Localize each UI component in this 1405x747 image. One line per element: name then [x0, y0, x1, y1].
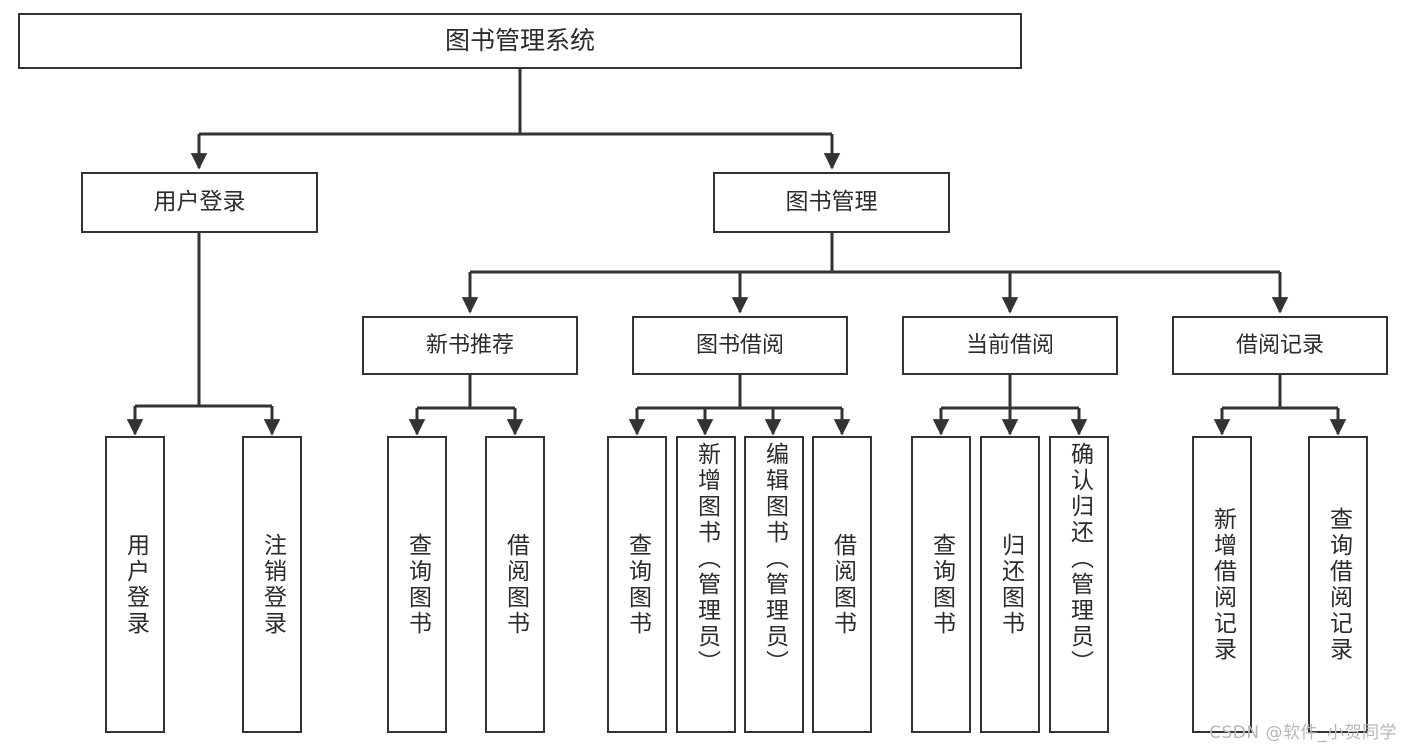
leaf-user-login-login[interactable]: 用户登录 — [105, 436, 165, 733]
leaf-current-return-book[interactable]: 归还图书 — [980, 436, 1040, 733]
leaf-current-return-book-label: 归还图书 — [997, 532, 1024, 637]
leaf-borrow-query-book-label: 查询图书 — [624, 532, 651, 637]
leaf-borrow-edit-book-label: 编辑图书（管理员） — [761, 442, 788, 676]
node-book-borrow-label: 图书借阅 — [695, 332, 784, 358]
leaf-borrow-edit-book[interactable]: 编辑图书（管理员） — [744, 436, 804, 733]
leaf-new-book-borrow-label: 借阅图书 — [502, 532, 529, 637]
leaf-current-query-book[interactable]: 查询图书 — [911, 436, 971, 733]
node-new-book-recommend-label: 新书推荐 — [425, 332, 514, 358]
node-book-management[interactable]: 图书管理 — [713, 172, 950, 233]
leaf-borrow-add-book-label: 新增图书（管理员） — [693, 442, 720, 676]
node-root-system[interactable]: 图书管理系统 — [18, 13, 1022, 69]
node-borrow-record[interactable]: 借阅记录 — [1172, 316, 1388, 375]
leaf-borrow-query-book[interactable]: 查询图书 — [607, 436, 667, 733]
leaf-borrow-add-book[interactable]: 新增图书（管理员） — [676, 436, 736, 733]
leaf-record-add[interactable]: 新增借阅记录 — [1192, 436, 1252, 733]
node-current-borrow-label: 当前借阅 — [965, 332, 1054, 358]
leaf-new-book-borrow[interactable]: 借阅图书 — [485, 436, 545, 733]
node-current-borrow[interactable]: 当前借阅 — [902, 316, 1118, 375]
leaf-current-confirm-return[interactable]: 确认归还（管理员） — [1049, 436, 1109, 733]
leaf-current-query-book-label: 查询图书 — [928, 532, 955, 637]
node-new-book-recommend[interactable]: 新书推荐 — [362, 316, 578, 375]
leaf-borrow-borrow-book[interactable]: 借阅图书 — [812, 436, 872, 733]
node-root-system-label: 图书管理系统 — [444, 26, 595, 56]
leaf-record-query[interactable]: 查询借阅记录 — [1308, 436, 1368, 733]
node-book-borrow[interactable]: 图书借阅 — [632, 316, 848, 375]
csdn-watermark: CSDN @软件_小贺同学 — [1209, 723, 1397, 743]
leaf-user-login-logout-label: 注销登录 — [259, 532, 286, 637]
node-borrow-record-label: 借阅记录 — [1235, 332, 1324, 358]
leaf-borrow-borrow-book-label: 借阅图书 — [829, 532, 856, 637]
leaf-user-login-login-label: 用户登录 — [122, 532, 149, 637]
leaf-record-add-label: 新增借阅记录 — [1209, 506, 1236, 663]
leaf-record-query-label: 查询借阅记录 — [1325, 506, 1352, 663]
node-book-management-label: 图书管理 — [785, 188, 878, 215]
node-user-login[interactable]: 用户登录 — [81, 172, 318, 233]
leaf-current-confirm-return-label: 确认归还（管理员） — [1066, 442, 1093, 676]
leaf-user-login-logout[interactable]: 注销登录 — [242, 436, 302, 733]
node-user-login-label: 用户登录 — [153, 188, 246, 215]
leaf-new-book-query-label: 查询图书 — [404, 532, 431, 637]
leaf-new-book-query[interactable]: 查询图书 — [387, 436, 447, 733]
